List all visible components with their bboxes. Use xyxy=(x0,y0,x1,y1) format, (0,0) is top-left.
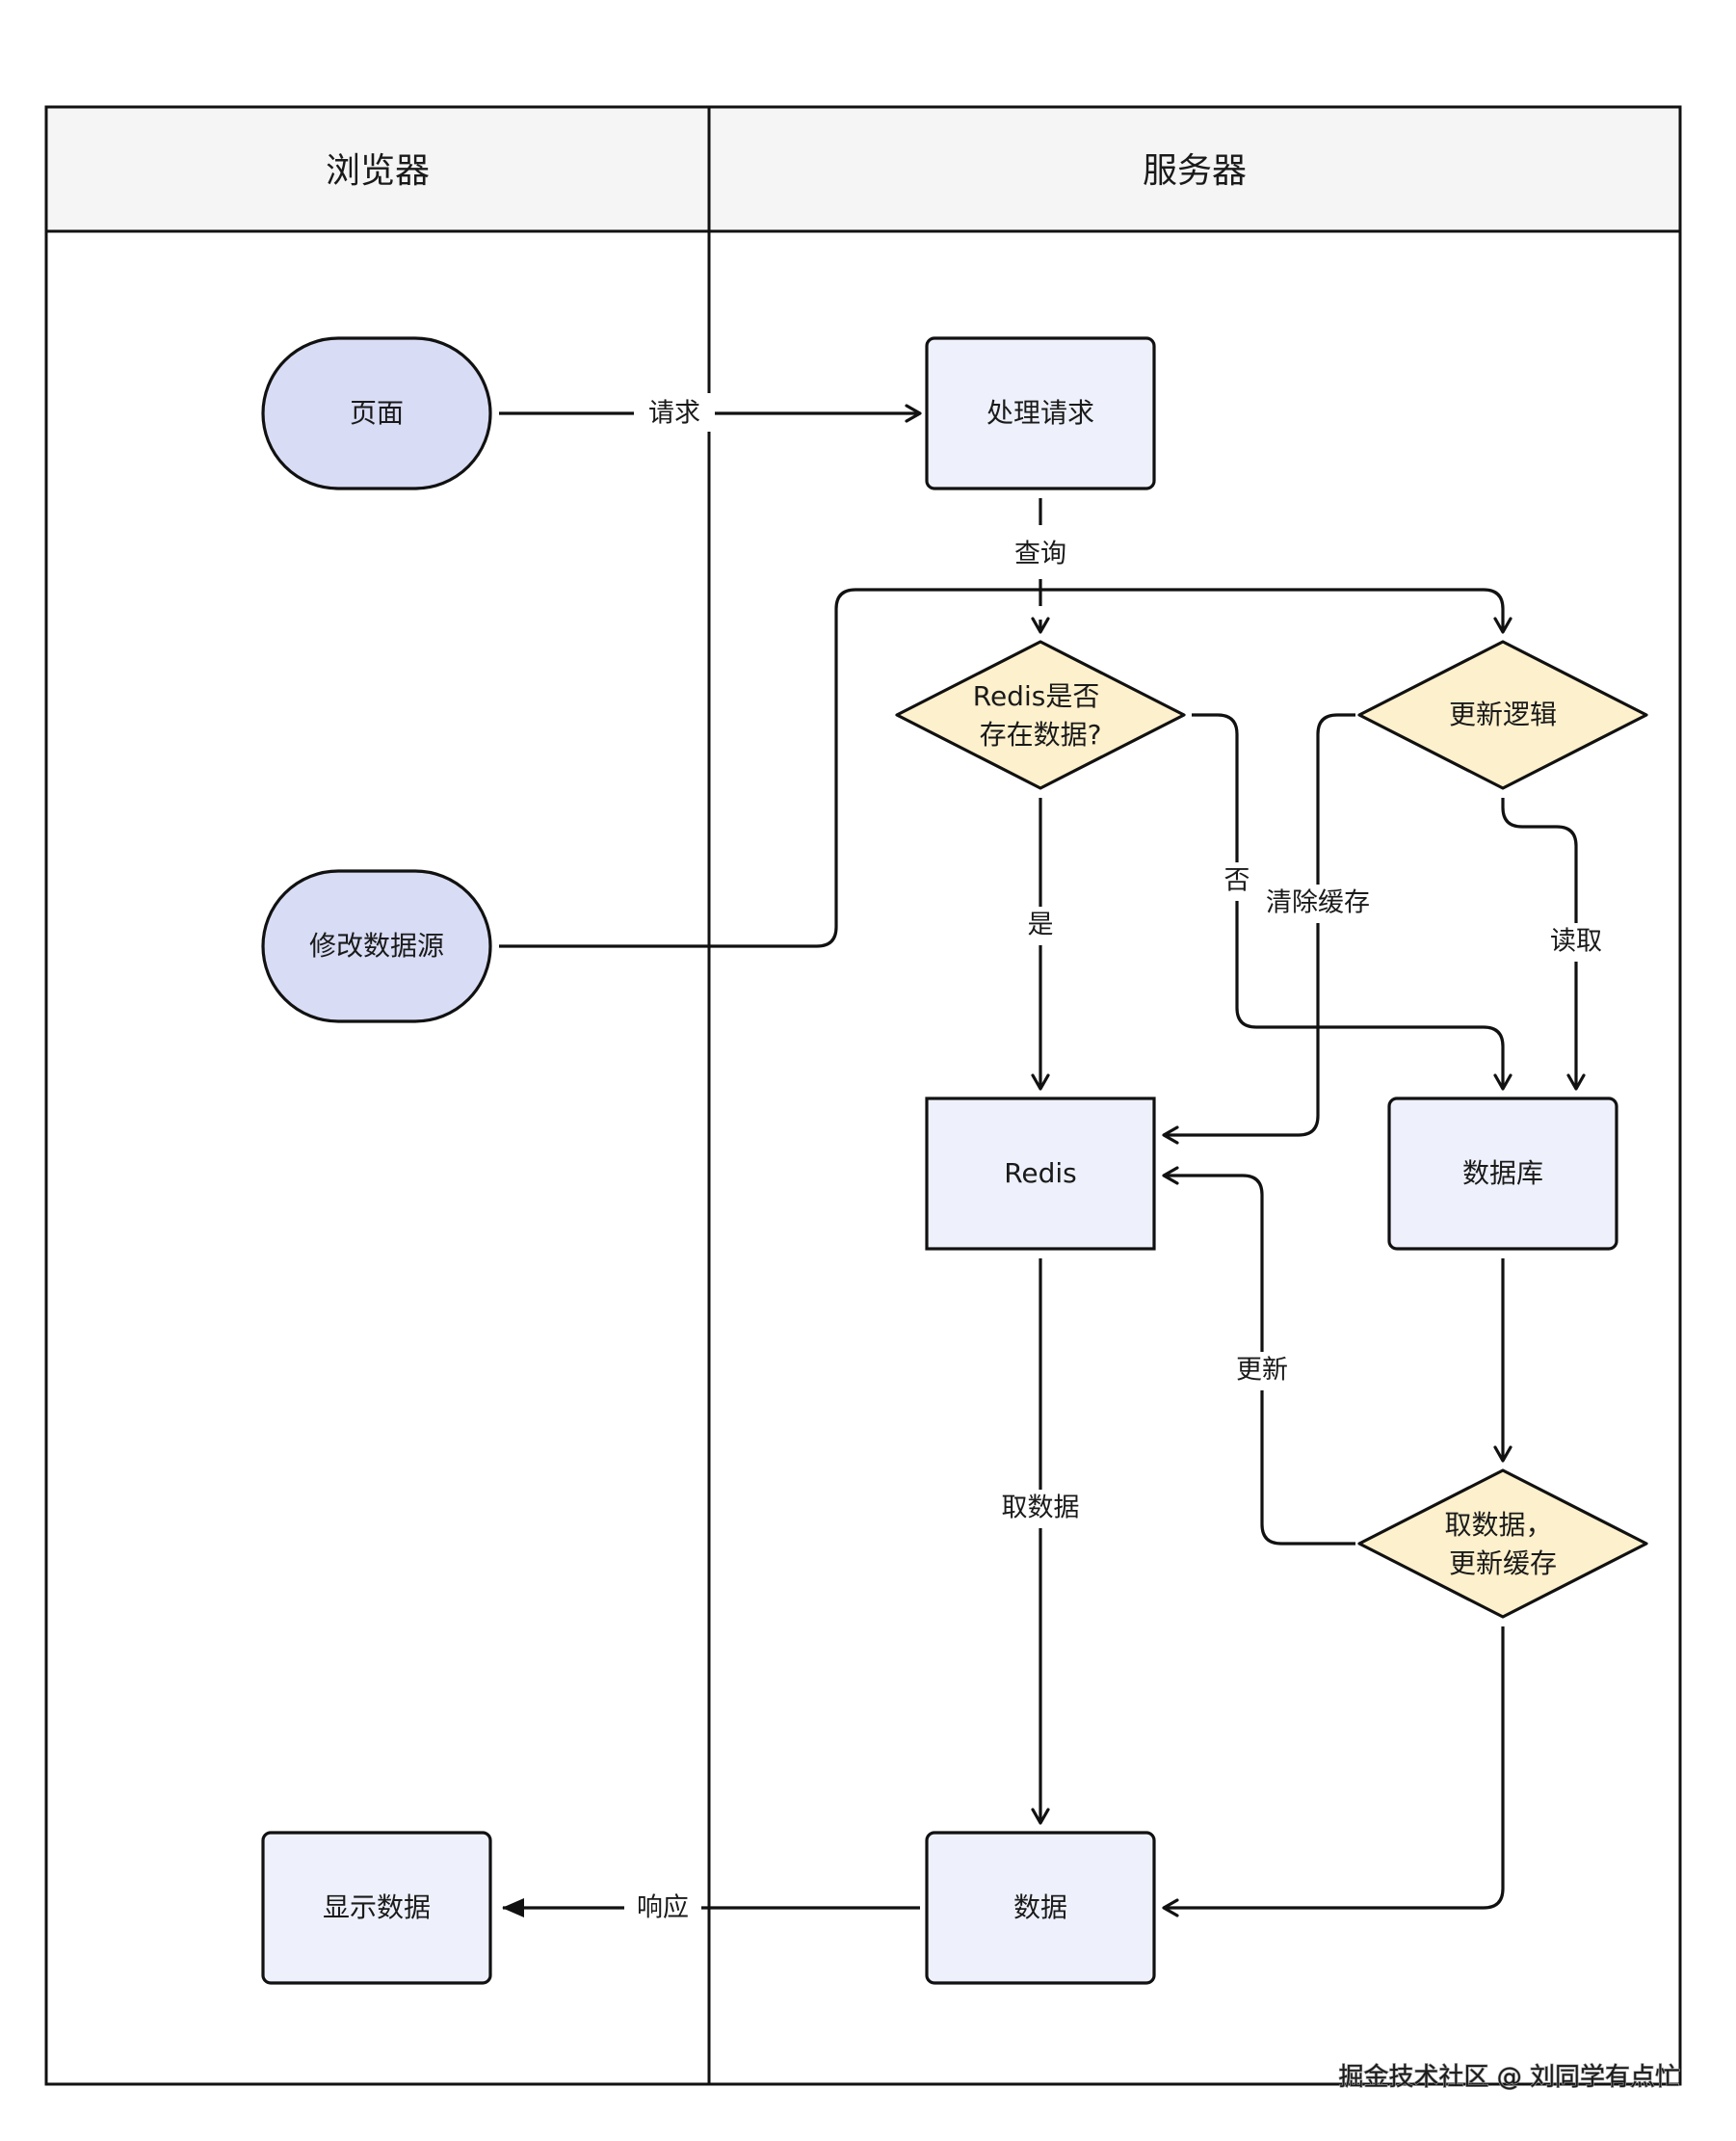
node-modify-source-label: 修改数据源 xyxy=(309,930,444,962)
edge-fetch-to-data xyxy=(1162,1626,1505,1917)
edge-label-update: 更新 xyxy=(1236,1356,1288,1386)
edge-label-bg-response xyxy=(624,1889,701,1927)
edge-label-bg-no xyxy=(1218,862,1256,901)
edge-label-bg-get-data xyxy=(996,1490,1085,1528)
node-fetch-update-line-1: 取数据， xyxy=(1445,1509,1553,1541)
edge-label-bg-query xyxy=(1000,536,1081,574)
edge-label-read: 读取 xyxy=(1550,927,1602,957)
edges: 请求 查询 是 否 清除缓存 读取 更新 取数据 xyxy=(499,393,1607,1927)
edge-label-yes: 是 xyxy=(1028,911,1054,940)
node-update-logic-label: 更新逻辑 xyxy=(1449,699,1557,730)
nodes: 页面 修改数据源 显示数据 处理请求 Redis是否 存在数据? 更新逻辑 Re… xyxy=(261,336,1648,1985)
node-modify-source xyxy=(261,869,492,1023)
edge-label-bg-update xyxy=(1231,1352,1293,1390)
node-fetch-update-label: 取数据， 更新缓存 xyxy=(1445,1509,1562,1579)
node-fetch-update-line-2: 更新缓存 xyxy=(1449,1547,1557,1579)
edge-label-clear-cache: 清除缓存 xyxy=(1266,888,1370,918)
swimlane-frame: 浏览器 服务器 xyxy=(44,105,1682,2086)
edge-label-get-data: 取数据 xyxy=(1002,1493,1080,1523)
node-handle-request-label: 处理请求 xyxy=(986,397,1094,429)
node-redis-check-line-1: Redis是否 xyxy=(973,680,1100,712)
edge-read xyxy=(1501,798,1586,1091)
watermark: 掘金技术社区 @ 刘同学有点忙 xyxy=(1338,2063,1680,2092)
node-page xyxy=(261,336,492,490)
node-database-label: 数据库 xyxy=(1462,1157,1543,1189)
node-handle-request xyxy=(925,336,1156,490)
node-database xyxy=(1387,1097,1618,1251)
node-redis-label: Redis xyxy=(1004,1157,1077,1189)
edge-label-bg-clear-cache xyxy=(1264,885,1372,923)
node-data-label: 数据 xyxy=(1013,1891,1067,1923)
node-redis-check xyxy=(895,640,1186,790)
node-data xyxy=(925,1831,1156,1985)
node-redis-check-label: Redis是否 存在数据? xyxy=(973,680,1108,751)
edge-label-bg-read xyxy=(1545,923,1607,962)
edge-label-request: 请求 xyxy=(648,399,700,429)
edge-clear-cache xyxy=(1162,713,1355,1145)
edge-label-no: 否 xyxy=(1224,866,1250,896)
edge-label-response: 响应 xyxy=(637,1893,689,1923)
edge-label-bg-yes xyxy=(1021,907,1060,945)
edge-label-bg-request xyxy=(634,393,715,432)
lane-header-browser xyxy=(46,107,709,231)
node-show-data-label: 显示数据 xyxy=(323,1891,431,1923)
lane-title-browser: 浏览器 xyxy=(326,151,430,191)
lane-header-server xyxy=(709,107,1680,231)
edge-no xyxy=(1192,713,1512,1091)
lane-title-server: 服务器 xyxy=(1143,151,1247,191)
edge-modify-to-update-logic xyxy=(499,588,1512,948)
edge-label-query: 查询 xyxy=(1014,540,1066,569)
node-fetch-update xyxy=(1357,1468,1648,1619)
node-redis-check-line-2: 存在数据? xyxy=(980,719,1102,751)
node-redis xyxy=(925,1097,1156,1251)
outer-border xyxy=(44,105,1682,2086)
node-update-logic xyxy=(1357,640,1648,790)
node-page-label: 页面 xyxy=(350,397,404,429)
node-show-data xyxy=(261,1831,492,1985)
